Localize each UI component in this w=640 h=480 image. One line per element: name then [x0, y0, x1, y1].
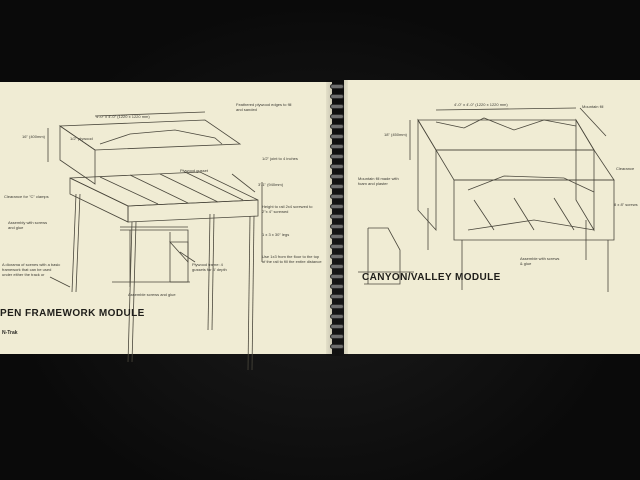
binding-ring [330, 194, 344, 199]
lumber-note: 1 x 3 x 30" legs [262, 232, 290, 237]
binding-ring [330, 264, 344, 269]
plywood-frame-note: Plywood frame: 4 gussets for 4' depth [192, 262, 227, 272]
height-rail-note: Height to rail 2x4 screwed to 2"x 4" scr… [262, 204, 313, 214]
binding-ring [330, 174, 344, 179]
binding-ring [330, 94, 344, 99]
binding-ring [330, 144, 344, 149]
binding-ring [330, 184, 344, 189]
body-text: A diorama of scenes with a basic framewo… [2, 262, 61, 277]
mountain-note: Mountain fill [582, 104, 604, 109]
side-dimension-label: 16" (400mm) [22, 134, 45, 139]
canyon-valley-drawing [358, 107, 615, 292]
clamp-note: Clearance for "C" clamps [4, 194, 49, 199]
binding-ring [330, 344, 344, 349]
binding-ring [330, 224, 344, 229]
binding-ring [330, 104, 344, 109]
assemble-note: Assemble screws and glue [128, 292, 176, 297]
plywood-label: 1/2" plywood [70, 136, 93, 141]
height-label: 3'-1" (940mm) [258, 182, 284, 187]
frame-note: Use 1x3 from the floor to the top of the… [262, 254, 322, 264]
binding-ring [330, 274, 344, 279]
dimension-top-label: 4'-0" x 4'-0" (1220 x 1220 mm) [96, 114, 150, 119]
riser-note: Plywood gusset [180, 168, 209, 173]
binding-ring [330, 234, 344, 239]
spiral-binding [330, 84, 346, 354]
binding-ring [330, 114, 344, 119]
ntrak-logo: N-Trak [2, 330, 18, 336]
left-page: 4'-0" x 4'-0" (1220 x 1220 mm) 1/2" plyw… [0, 82, 332, 371]
binding-ring [330, 124, 344, 129]
binding-ring [330, 304, 344, 309]
depth-note: 8 x 8" screws [614, 202, 638, 207]
binding-ring [330, 84, 344, 89]
feather-note: Feathered plywood edges to fill and sand… [236, 102, 292, 112]
binding-ring [330, 164, 344, 169]
binding-ring [330, 214, 344, 219]
binding-ring [330, 254, 344, 259]
binding-ring [330, 314, 344, 319]
side-dimension-label: 18" (450mm) [384, 132, 407, 137]
binding-ring [330, 334, 344, 339]
binding-ring [330, 324, 344, 329]
page-title-right: CANYON/VALLEY MODULE [362, 272, 501, 283]
binding-ring [330, 244, 344, 249]
binding-ring [330, 294, 344, 299]
binding-ring [330, 134, 344, 139]
binding-ring [330, 204, 344, 209]
binding-ring [330, 284, 344, 289]
page-title-left: PEN FRAMEWORK MODULE [0, 308, 145, 319]
edge-note: Clearance [616, 166, 635, 171]
dimension-top-label: 4'-0" x 4'-0" (1220 x 1220 mm) [454, 102, 508, 107]
open-framework-drawing [47, 111, 263, 371]
binding-ring [330, 154, 344, 159]
assembly-note: Assemble with screws & glue [520, 256, 560, 266]
right-page: 4'-0" x 4'-0" (1220 x 1220 mm) 18" (450m… [344, 80, 640, 354]
mountain-callout: Mountain fill made with foam and plaster [358, 176, 399, 186]
joint-note: 1/2" joint to 4 inches [262, 156, 298, 161]
legs-note: Assembly with screws and glue [8, 220, 48, 230]
